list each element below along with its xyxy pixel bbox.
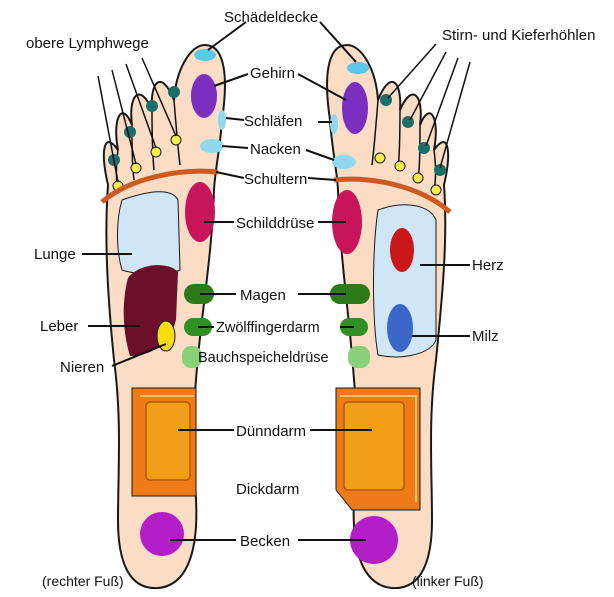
left-spleen [387,304,413,352]
left-brain [342,82,368,134]
left-lymph-2 [413,173,423,183]
right-thyroid [185,182,215,242]
left-sinus-3 [402,116,414,128]
leader-schaedeldecke-left [208,22,246,50]
leader-nacken-left [222,146,248,148]
right-lymph-3 [151,147,161,157]
left-neck [332,155,356,169]
label-magen: Magen [240,287,286,304]
label-lunge: Lunge [34,246,76,263]
left-foot [327,45,450,588]
left-lymph-3 [395,161,405,171]
caption-right-foot: (rechter Fuß) [42,573,124,589]
leader-sinus-4 [440,62,470,168]
right-sinus-3 [146,100,158,112]
right-sinus-4 [168,86,180,98]
right-sinus-2 [124,126,136,138]
left-temple [330,114,338,134]
label-stirn-kiefer: Stirn- und Kieferhöhlen [442,27,595,44]
label-herz: Herz [472,257,504,274]
left-small-intestine [344,402,404,490]
right-lymph-4 [171,135,181,145]
label-schilddruese: Schilddrüse [236,215,314,232]
right-temple [218,110,226,130]
right-neck [200,139,224,153]
label-gehirn: Gehirn [250,65,295,82]
right-lung [118,192,181,274]
label-schultern: Schultern [244,171,307,188]
right-foot [102,45,226,588]
label-nieren: Nieren [60,359,104,376]
label-milz: Milz [472,328,499,345]
right-pelvis [140,512,184,556]
label-obere-lymphwege: obere Lymphwege [26,35,149,52]
label-zwoelffingerdarm: Zwölffingerdarm [216,320,320,336]
left-skull-cap [347,62,369,74]
label-dickdarm: Dickdarm [236,481,299,498]
leader-schultern-right [308,178,336,180]
label-leber: Leber [40,318,78,335]
label-schlaefen: Schläfen [244,113,302,130]
leader-schlaefen-left [226,118,244,120]
label-nacken: Nacken [250,141,301,158]
right-brain [191,74,217,118]
leader-sinus-3 [426,58,458,146]
leader-nacken-right [306,150,334,160]
leader-sinus-1 [388,44,436,98]
right-lymph-2 [131,163,141,173]
leader-sinus-2 [410,52,446,120]
left-heart [390,228,414,272]
left-lymph-1 [431,185,441,195]
right-small-intestine [146,402,190,480]
label-becken: Becken [240,533,290,550]
label-bauchspeicheldruese: Bauchspeicheldrüse [198,350,329,366]
leader-schultern-left [216,172,244,178]
left-pancreas [348,346,370,368]
left-lymph-4 [375,153,385,163]
right-skull-cap [194,49,216,61]
caption-left-foot: (linker Fuß) [412,573,484,589]
label-schaedeldecke: Schädeldecke [224,9,318,26]
label-duenndarm: Dünndarm [236,423,306,440]
left-sinus-2 [418,142,430,154]
